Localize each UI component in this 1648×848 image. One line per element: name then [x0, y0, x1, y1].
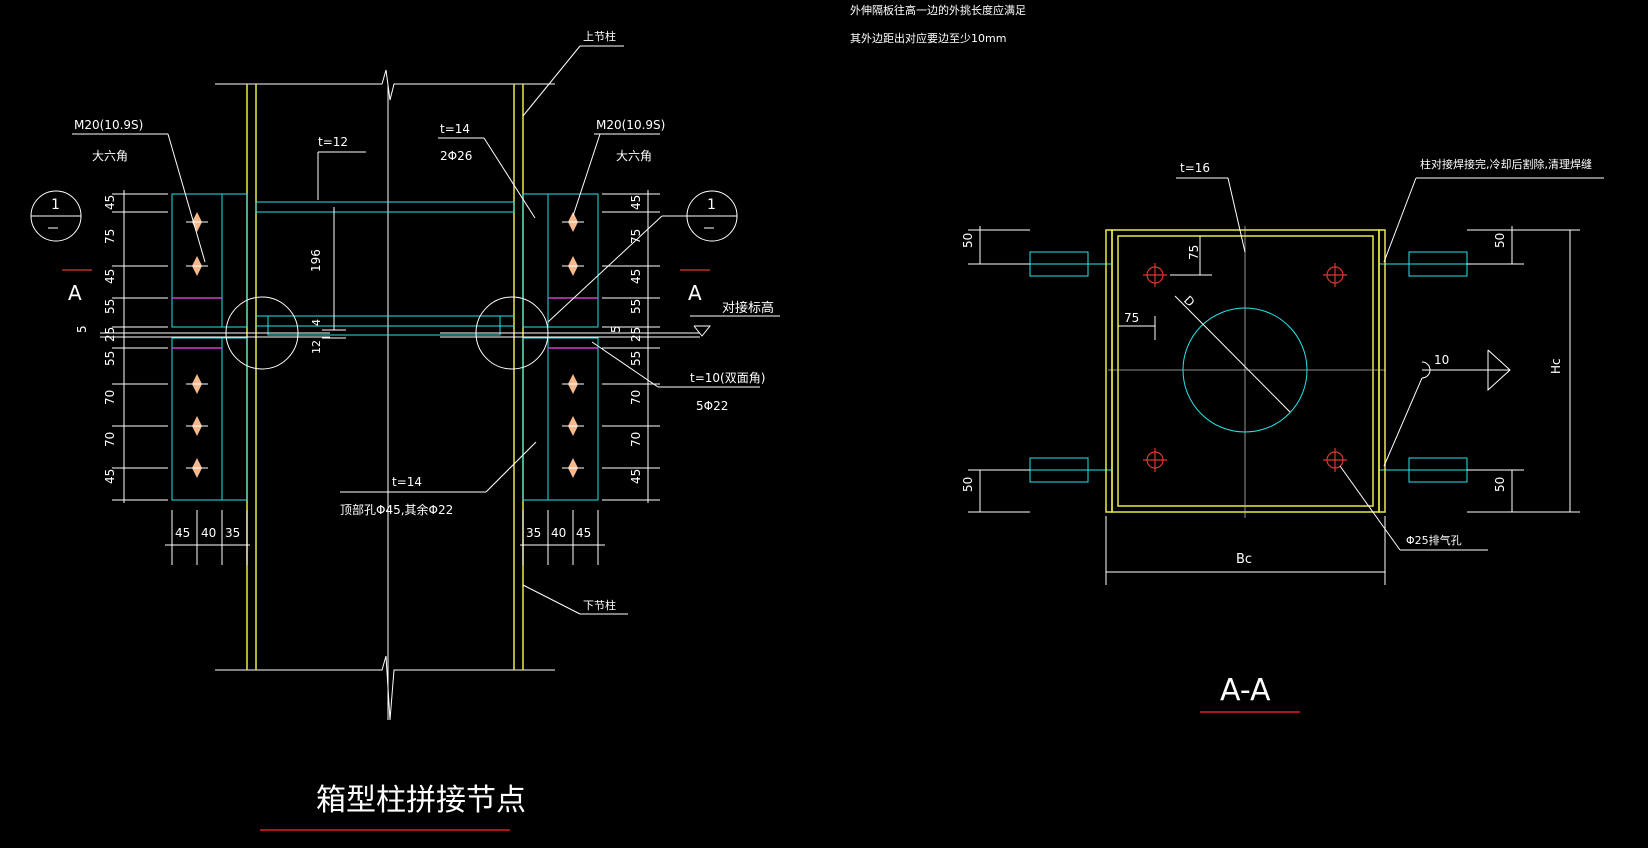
dim-75-left: 75: [1124, 311, 1139, 325]
detail-number-left: 1: [51, 197, 60, 213]
dim-left-1: 45: [103, 195, 117, 210]
dim-right-9: 70: [629, 432, 643, 447]
plate-t14-bottom-sub: 顶部孔Φ45,其余Φ22: [340, 502, 453, 517]
weld-size: 10: [1434, 353, 1449, 367]
dim-bottom-left-1: 45: [175, 526, 190, 540]
note-line-1: 外伸隔板往高一边的外挑长度应满足: [850, 3, 1026, 17]
dim-50-right-bottom: 50: [1493, 477, 1507, 492]
plate-t10-sub: 5Φ22: [696, 399, 728, 413]
section-a-a-view: D 50 50 50: [961, 157, 1604, 713]
dim-50-right-top: 50: [1493, 233, 1507, 248]
dim-left-5: 25: [103, 327, 117, 342]
dim-right-6: 5: [609, 325, 623, 333]
dim-left-7: 55: [103, 351, 117, 366]
plate-t10-label: t=10(双面角): [690, 371, 765, 385]
dim-right-3: 45: [629, 269, 643, 284]
dim-4: 4: [310, 319, 323, 326]
detail-number-right: 1: [707, 197, 716, 213]
dim-left-3: 45: [103, 269, 117, 284]
dim-bottom-right-3: 45: [576, 526, 591, 540]
dim-196: 196: [309, 249, 323, 272]
dim-bottom-right-2: 40: [551, 526, 566, 540]
plate-t12-label: t=12: [318, 135, 348, 149]
dim-D: D: [1181, 293, 1197, 309]
dim-left-9: 70: [103, 432, 117, 447]
dim-bottom-left-3: 35: [225, 526, 240, 540]
vent-hole-label: Φ25排气孔: [1406, 533, 1462, 547]
dim-left-6: 5: [75, 325, 89, 333]
dim-bottom-left-2: 40: [201, 526, 216, 540]
dim-left-8: 70: [103, 390, 117, 405]
section-mark-right: A: [688, 281, 702, 305]
bolt-spec-left-sub: 大六角: [92, 149, 128, 163]
bolt-spec-right: M20(10.9S): [596, 118, 665, 132]
plate-t14-bottom-label: t=14: [392, 475, 422, 489]
weld-note: 柱对接焊接完,冷却后割除,清理焊缝: [1420, 157, 1592, 171]
dim-left-4: 55: [103, 299, 117, 314]
dim-left-2: 75: [103, 229, 117, 244]
label-upper-column: 上节柱: [583, 29, 616, 43]
dim-right-7: 55: [629, 351, 643, 366]
elevation-label: 对接标高: [722, 300, 774, 316]
dim-50-left-top: 50: [961, 233, 975, 248]
dim-50-left-bottom: 50: [961, 477, 975, 492]
dim-right-2: 75: [629, 229, 643, 244]
box-column-splice-detail: 45 75 45 55 25 5 55 70 70 45 45 75 45 55…: [30, 29, 780, 831]
plate-t16-label: t=16: [1180, 161, 1210, 175]
dim-Hc: Hc: [1549, 358, 1563, 374]
bolt-spec-right-sub: 大六角: [616, 149, 652, 163]
dim-right-8: 70: [629, 390, 643, 405]
dim-12: 12: [310, 340, 323, 354]
dim-75-top: 75: [1187, 245, 1201, 260]
dim-right-1: 45: [629, 195, 643, 210]
dim-right-10: 45: [629, 469, 643, 484]
plate-t14-top-label: t=14: [440, 122, 470, 136]
dim-bottom-right-1: 35: [526, 526, 541, 540]
dim-right-4: 55: [629, 299, 643, 314]
plate-t14-top-sub: 2Φ26: [440, 149, 472, 163]
right-title: A-A: [1220, 673, 1271, 708]
dim-left-10: 45: [103, 469, 117, 484]
dim-Bc: Bc: [1236, 552, 1252, 567]
dim-right-5: 25: [629, 327, 643, 342]
bolt-spec-left: M20(10.9S): [74, 118, 143, 132]
note-line-2: 其外边距出对应要边至少10mm: [850, 31, 1006, 45]
label-lower-column: 下节柱: [583, 598, 616, 612]
left-title: 箱型柱拼接节点: [316, 783, 526, 818]
section-mark-left: A: [68, 281, 82, 305]
